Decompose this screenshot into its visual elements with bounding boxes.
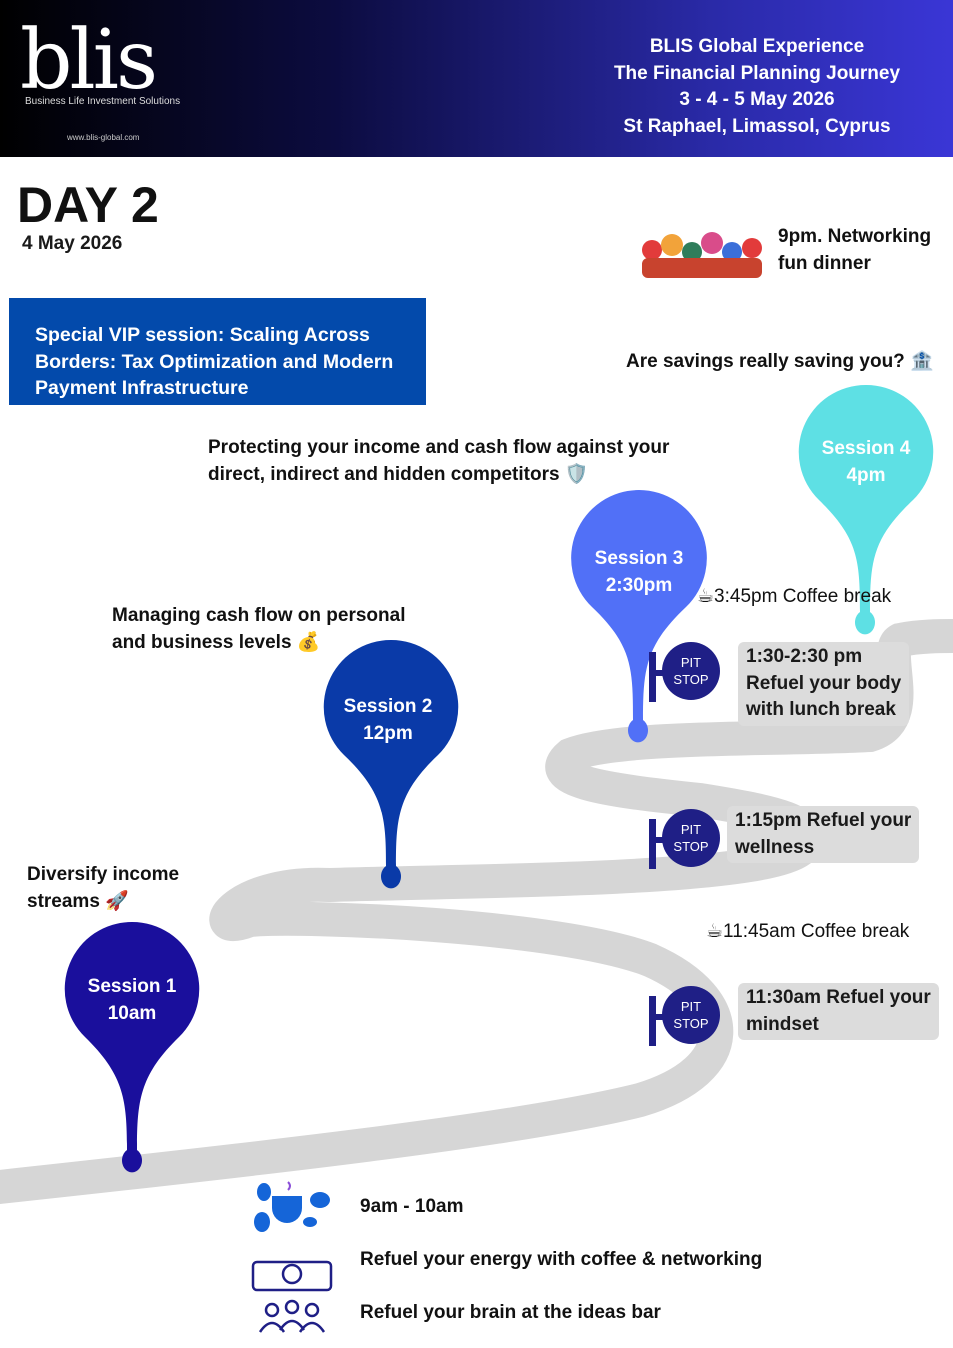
svg-text:PIT: PIT [681,822,701,837]
session-4-topic: Are savings really saving you? 🏦 [626,351,934,372]
coffee-break-afternoon: ☕3:45pm Coffee break [697,586,892,607]
event-location: St Raphael, Limassol, Cyprus [623,115,891,137]
coffee-beans-icon [254,1181,330,1232]
header-banner: blis Business Life Investment Solutions … [0,0,953,157]
session-2-pin[interactable] [323,639,459,889]
morning-time: 9am - 10am [360,1196,464,1217]
pit-stop-sign: PIT STOP [649,642,720,702]
networking-line-1: 9pm. Networking [778,226,932,247]
session-3-topic: Protecting your income and cash flow aga… [208,437,670,485]
coffee-networking: Refuel your energy with coffee & network… [360,1249,763,1270]
coffee-break-morning: ☕11:45am Coffee break [706,921,910,942]
day-date: 4 May 2026 [22,233,123,254]
logo-tagline: Business Life Investment Solutions [25,96,181,107]
networking-line-2: fun dinner [778,252,871,274]
session-1-pin[interactable] [64,921,200,1173]
event-name: BLIS Global Experience [649,36,865,57]
session-3-pin[interactable] [571,490,707,743]
pit-stop-sign: PIT STOP [649,986,720,1046]
coffee-cup-icon: ☕ [706,921,724,942]
blis-logo: blis [20,13,158,108]
networking-dinner: 9pm. Networking fun dinner [778,224,931,277]
event-subtitle: The Financial Planning Journey [613,62,901,84]
website-url[interactable]: www.blis-global.com [67,133,140,142]
party-crowd-icon [632,210,772,280]
svg-text:PIT: PIT [681,655,701,670]
event-dates: 3 - 4 - 5 May 2026 [679,89,835,110]
vip-session-banner: Special VIP session: Scaling Across Bord… [9,298,426,405]
svg-text:PIT: PIT [681,999,701,1014]
session-4-pin[interactable] [798,384,934,635]
svg-text:STOP: STOP [673,672,708,687]
ideas-bar-icon [251,1260,333,1333]
coffee-cup-icon: ☕ [697,586,715,607]
day-title: DAY 2 [17,177,159,233]
pit-stop-sign: PIT STOP [649,809,720,869]
ideas-bar: Refuel your brain at the ideas bar [360,1302,661,1323]
svg-text:STOP: STOP [673,1016,708,1031]
event-info: BLIS Global Experience The Financial Pla… [587,34,927,140]
svg-text:STOP: STOP [673,839,708,854]
